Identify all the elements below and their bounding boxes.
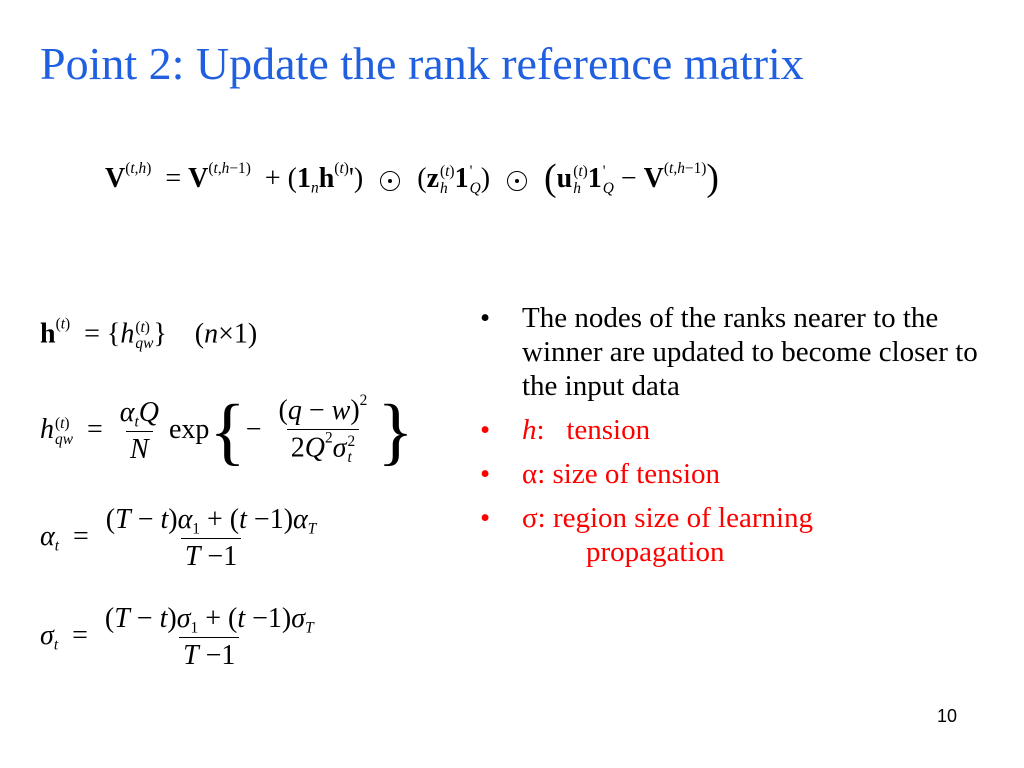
- slide-title: Point 2: Update the rank reference matri…: [40, 38, 804, 89]
- bullet-item: The nodes of the ranks nearer to the win…: [478, 302, 998, 404]
- h-vector-definition: h(t) = {h(t)qw} (n×1): [40, 315, 258, 353]
- bullet-item: h: tension: [478, 414, 998, 448]
- bullet-text: tension: [566, 413, 651, 446]
- bullet-text-continued: propagation: [586, 535, 725, 568]
- hadamard-product-icon: [380, 170, 401, 191]
- page-number: 10: [937, 706, 958, 726]
- bullet-list: The nodes of the ranks nearer to the win…: [478, 302, 998, 579]
- bullet-symbol: h: [522, 413, 537, 446]
- bullet-symbol: σ: [522, 501, 538, 534]
- bullet-symbol: α: [522, 457, 538, 490]
- bullet-item: α: size of tension: [478, 458, 998, 492]
- bullet-text: : region size of learning: [537, 501, 814, 534]
- bullet-text: The nodes of the ranks nearer to the win…: [522, 302, 978, 402]
- hadamard-product-icon: [507, 170, 528, 191]
- bullet-separator: :: [536, 413, 545, 446]
- bullet-text: : size of tension: [537, 457, 721, 490]
